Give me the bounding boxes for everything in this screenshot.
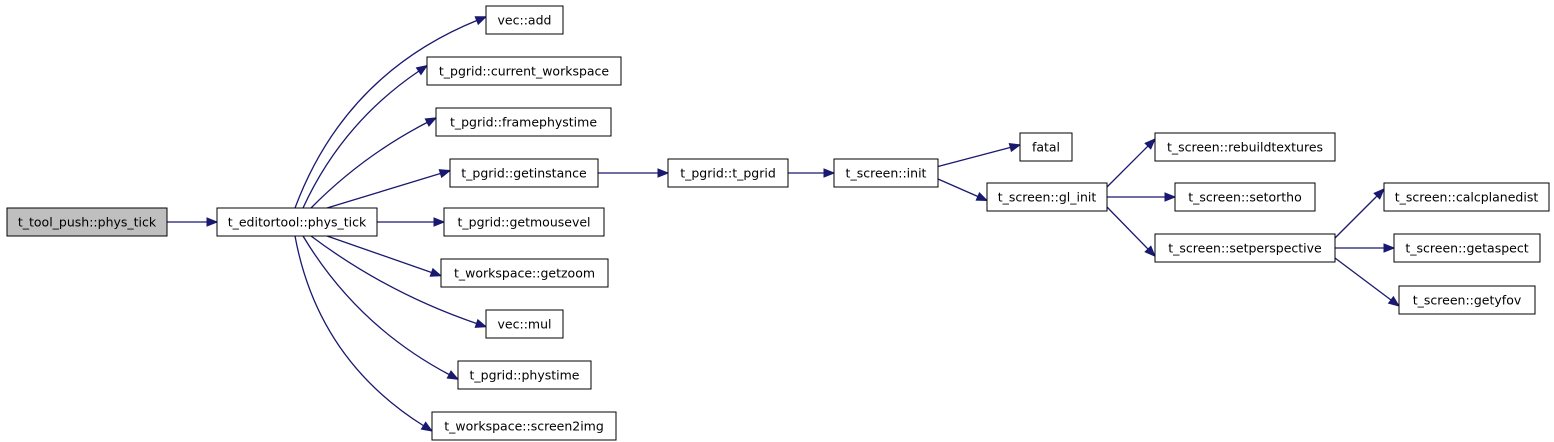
node-n7[interactable]: t_workspace::getzoom xyxy=(440,258,609,288)
node-label: t_screen::setortho xyxy=(1188,190,1302,205)
node-label: t_pgrid::phystime xyxy=(470,368,580,383)
arrowhead xyxy=(420,421,434,432)
node-box[interactable] xyxy=(426,56,622,86)
node-label: t_workspace::getzoom xyxy=(454,266,595,281)
node-box[interactable] xyxy=(457,360,592,390)
node-label: t_tool_push::phys_tick xyxy=(18,215,157,230)
node-n18[interactable]: t_screen::calcplanedist xyxy=(1383,182,1550,212)
edge-n14-n15 xyxy=(1106,146,1148,188)
node-box[interactable] xyxy=(431,411,617,441)
edge-n12-n13 xyxy=(937,146,1013,168)
node-n20[interactable]: t_screen::getyfov xyxy=(1398,285,1536,315)
node-n0[interactable]: t_tool_push::phys_tick xyxy=(6,207,168,237)
node-label: vec::mul xyxy=(498,317,552,332)
node-box[interactable] xyxy=(216,207,378,237)
edge-n17-n18 xyxy=(1334,196,1377,239)
node-box[interactable] xyxy=(667,158,789,188)
node-box[interactable] xyxy=(1383,182,1550,212)
edge-n12-n14 xyxy=(937,178,980,198)
node-n13[interactable]: fatal xyxy=(1019,132,1073,162)
node-label: fatal xyxy=(1032,140,1060,155)
node-label: t_workspace::screen2img xyxy=(444,419,604,434)
node-box[interactable] xyxy=(6,207,168,237)
node-box[interactable] xyxy=(440,258,609,288)
nodes-layer: t_tool_push::phys_tick t_editortool::phys… xyxy=(6,5,1550,441)
edge-tail xyxy=(1146,247,1149,250)
node-n19[interactable]: t_screen::getaspect xyxy=(1393,233,1541,263)
node-box[interactable] xyxy=(833,158,939,188)
node-label: t_pgrid::current_workspace xyxy=(439,64,610,79)
edges-layer xyxy=(167,16,1401,432)
edge-tail xyxy=(1146,145,1149,148)
edge-n1-n9 xyxy=(302,235,451,376)
node-box[interactable] xyxy=(485,309,564,339)
node-box[interactable] xyxy=(986,182,1108,212)
node-n4[interactable]: t_pgrid::framephystime xyxy=(435,107,612,137)
arrowhead xyxy=(1144,245,1156,258)
edge-n1-n7 xyxy=(326,235,434,274)
node-box[interactable] xyxy=(1154,132,1336,162)
node-label: t_screen::getaspect xyxy=(1405,241,1528,256)
node-box[interactable] xyxy=(1398,285,1536,315)
node-n5[interactable]: t_pgrid::getinstance xyxy=(449,158,599,188)
edge-tail xyxy=(431,271,434,274)
node-n16[interactable]: t_screen::setortho xyxy=(1174,182,1316,212)
node-n2[interactable]: vec::add xyxy=(485,5,564,35)
node-n3[interactable]: t_pgrid::current_workspace xyxy=(426,56,622,86)
arrowhead xyxy=(415,64,429,76)
node-label: t_screen::init xyxy=(846,166,927,181)
node-label: t_screen::rebuildtextures xyxy=(1167,140,1323,155)
node-label: t_screen::calcplanedist xyxy=(1395,190,1539,205)
node-box[interactable] xyxy=(449,158,599,188)
node-n11[interactable]: t_pgrid::t_pgrid xyxy=(667,158,789,188)
node-n14[interactable]: t_screen::gl_init xyxy=(986,182,1108,212)
edge-n17-n20 xyxy=(1334,257,1392,301)
node-label: t_screen::setperspective xyxy=(1168,241,1322,256)
node-box[interactable] xyxy=(1174,182,1316,212)
node-box[interactable] xyxy=(485,5,564,35)
node-n1[interactable]: t_editortool::phys_tick xyxy=(216,207,378,237)
node-n8[interactable]: vec::mul xyxy=(485,309,564,339)
arrowhead xyxy=(1387,295,1401,307)
node-box[interactable] xyxy=(1393,233,1541,263)
node-n10[interactable]: t_workspace::screen2img xyxy=(431,411,617,441)
edge-n1-n3 xyxy=(302,70,420,209)
node-n6[interactable]: t_pgrid::getmousevel xyxy=(443,207,605,237)
edge-n1-n8 xyxy=(310,235,479,325)
node-label: t_pgrid::framephystime xyxy=(450,115,597,130)
edge-n1-n5 xyxy=(326,172,443,209)
edge-tail xyxy=(476,19,479,22)
node-label: t_editortool::phys_tick xyxy=(228,215,367,230)
node-label: t_screen::getyfov xyxy=(1413,293,1522,308)
edge-n14-n17 xyxy=(1106,206,1148,249)
node-n9[interactable]: t_pgrid::phystime xyxy=(457,360,592,390)
arrowhead xyxy=(474,16,488,26)
node-label: vec::add xyxy=(498,13,552,28)
node-n12[interactable]: t_screen::init xyxy=(833,158,939,188)
node-box[interactable] xyxy=(1019,132,1073,162)
node-box[interactable] xyxy=(443,207,605,237)
edge-n1-n10 xyxy=(294,235,425,427)
node-label: t_screen::gl_init xyxy=(998,190,1097,205)
edge-n1-n2 xyxy=(294,19,479,209)
edge-tail xyxy=(1375,195,1378,198)
node-label: t_pgrid::getmousevel xyxy=(457,215,590,230)
node-label: t_pgrid::getinstance xyxy=(461,166,587,181)
node-label: t_pgrid::t_pgrid xyxy=(680,166,776,181)
node-box[interactable] xyxy=(435,107,612,137)
node-n17[interactable]: t_screen::setperspective xyxy=(1154,233,1336,263)
edge-tail xyxy=(977,195,980,198)
edge-n1-n4 xyxy=(310,121,429,209)
node-box[interactable] xyxy=(1154,233,1336,263)
node-n15[interactable]: t_screen::rebuildtextures xyxy=(1154,132,1336,162)
